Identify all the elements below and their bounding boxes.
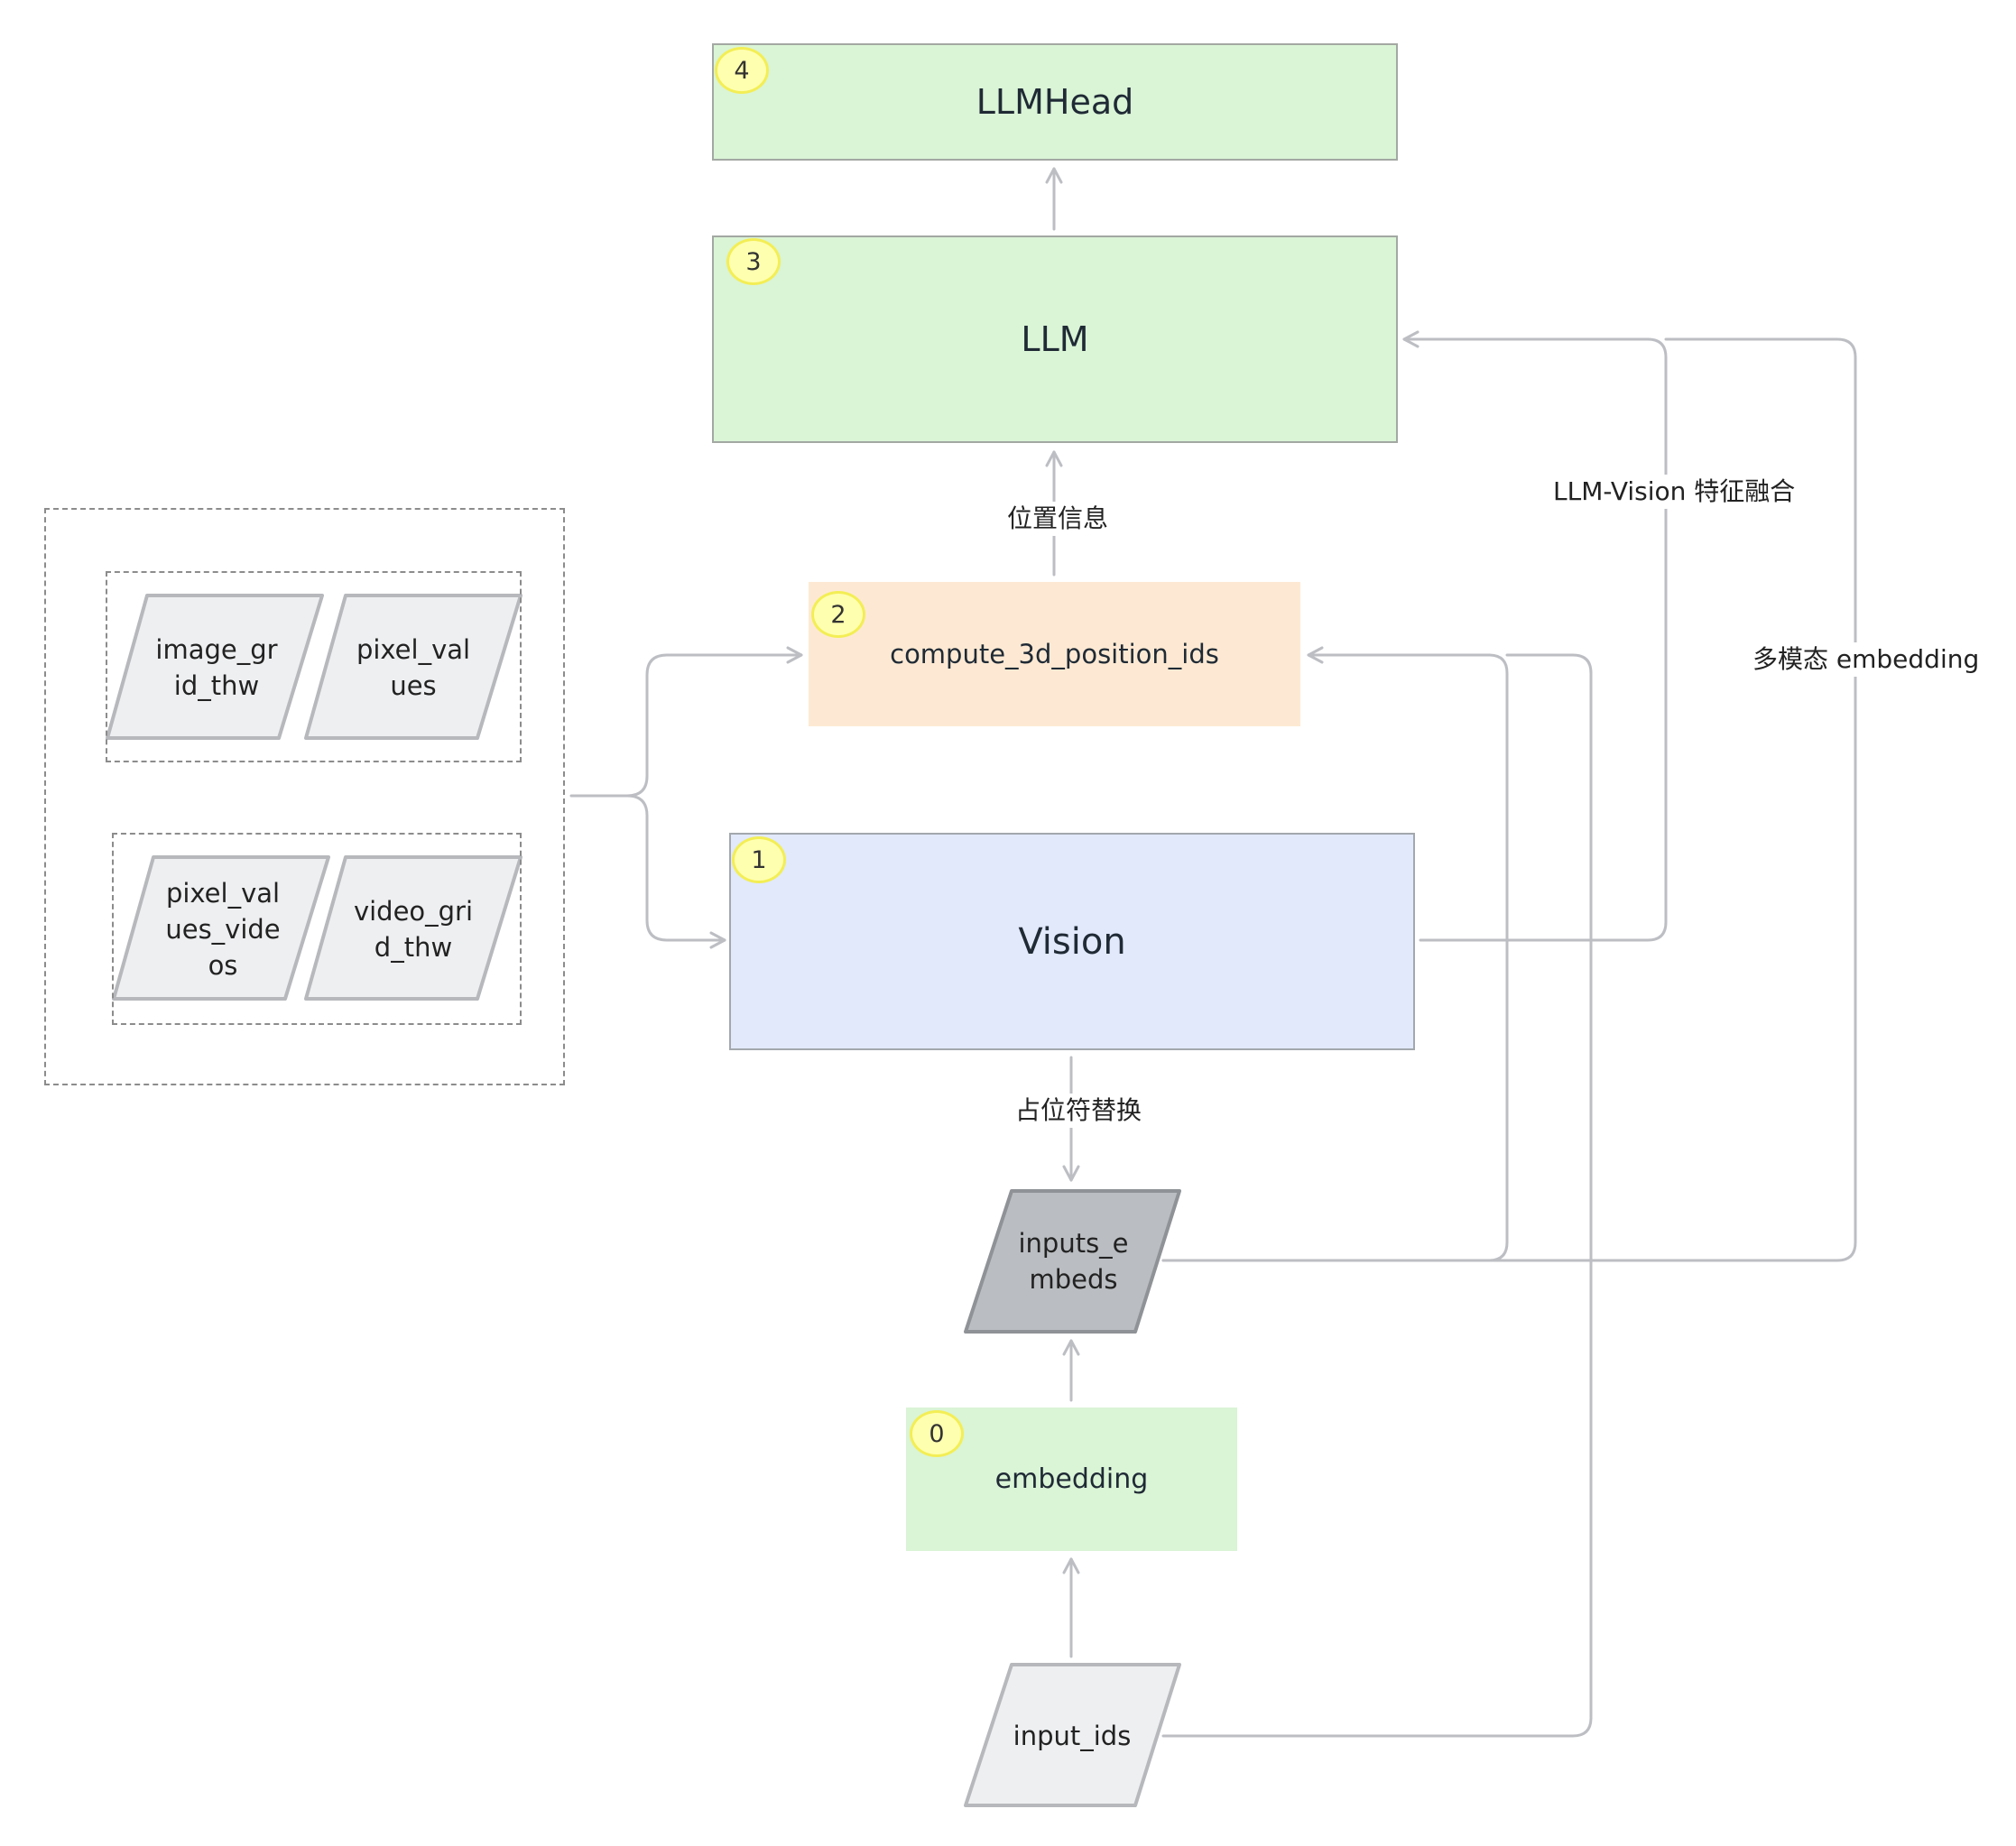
llm-step-badge: 3 xyxy=(726,238,781,285)
input-ids-label: input_ids xyxy=(1013,1721,1132,1751)
llmhead-box: LLMHead xyxy=(712,43,1398,161)
llm-label: LLM xyxy=(1021,319,1089,359)
edge-embeds-to-llm xyxy=(1161,337,1857,1262)
multimodal-embedding-label: 多模态 embedding xyxy=(1747,642,1985,677)
video-inputs-group xyxy=(112,833,522,1025)
inputs-group xyxy=(44,508,565,1085)
pixel-values-label: pixel_values xyxy=(356,634,471,701)
embedding-label: embedding xyxy=(994,1463,1149,1495)
vision-step-badge: 1 xyxy=(732,836,786,883)
position-ids-label: compute_3d_position_ids xyxy=(890,639,1219,669)
vision-label: Vision xyxy=(1018,920,1126,963)
placeholder-replace-label: 占位符替换 xyxy=(1010,1094,1148,1128)
pixel-values-videos-label: pixel_values_videos xyxy=(165,878,281,981)
edge-inputids-to-position xyxy=(1161,653,1593,1738)
edge-inputs-to-vision xyxy=(625,794,726,949)
input-parallelograms xyxy=(106,594,1181,1807)
pixel-values-shape xyxy=(304,594,522,740)
llmhead-label: LLMHead xyxy=(976,82,1134,122)
image-grid-thw-shape xyxy=(106,594,324,740)
image-grid-thw-label: image_grid_thw xyxy=(155,634,278,701)
vision-box: Vision xyxy=(729,833,1415,1050)
llm-box: LLM xyxy=(712,235,1398,443)
image-inputs-group xyxy=(106,571,522,762)
video-grid-thw-shape xyxy=(304,855,522,1001)
embedding-step-badge: 0 xyxy=(910,1410,964,1457)
position-step-badge: 2 xyxy=(811,591,865,638)
pixel-values-videos-shape xyxy=(112,855,330,1001)
video-grid-thw-label: video_grid_thw xyxy=(353,896,474,963)
edge-embeds-to-position xyxy=(1161,646,1509,1262)
edge-vision-to-llm xyxy=(1402,330,1668,942)
position-info-label: 位置信息 xyxy=(1002,502,1114,536)
inputs-embeds-label: inputs_embeds xyxy=(1018,1228,1129,1295)
inputs-embeds-shape xyxy=(964,1189,1181,1334)
position-ids-box: compute_3d_position_ids xyxy=(809,582,1300,726)
input-ids-shape xyxy=(964,1663,1181,1807)
edge-inputs-to-position xyxy=(569,646,803,798)
feature-fusion-label: LLM-Vision 特征融合 xyxy=(1548,475,1801,509)
llmhead-step-badge: 4 xyxy=(715,47,769,94)
